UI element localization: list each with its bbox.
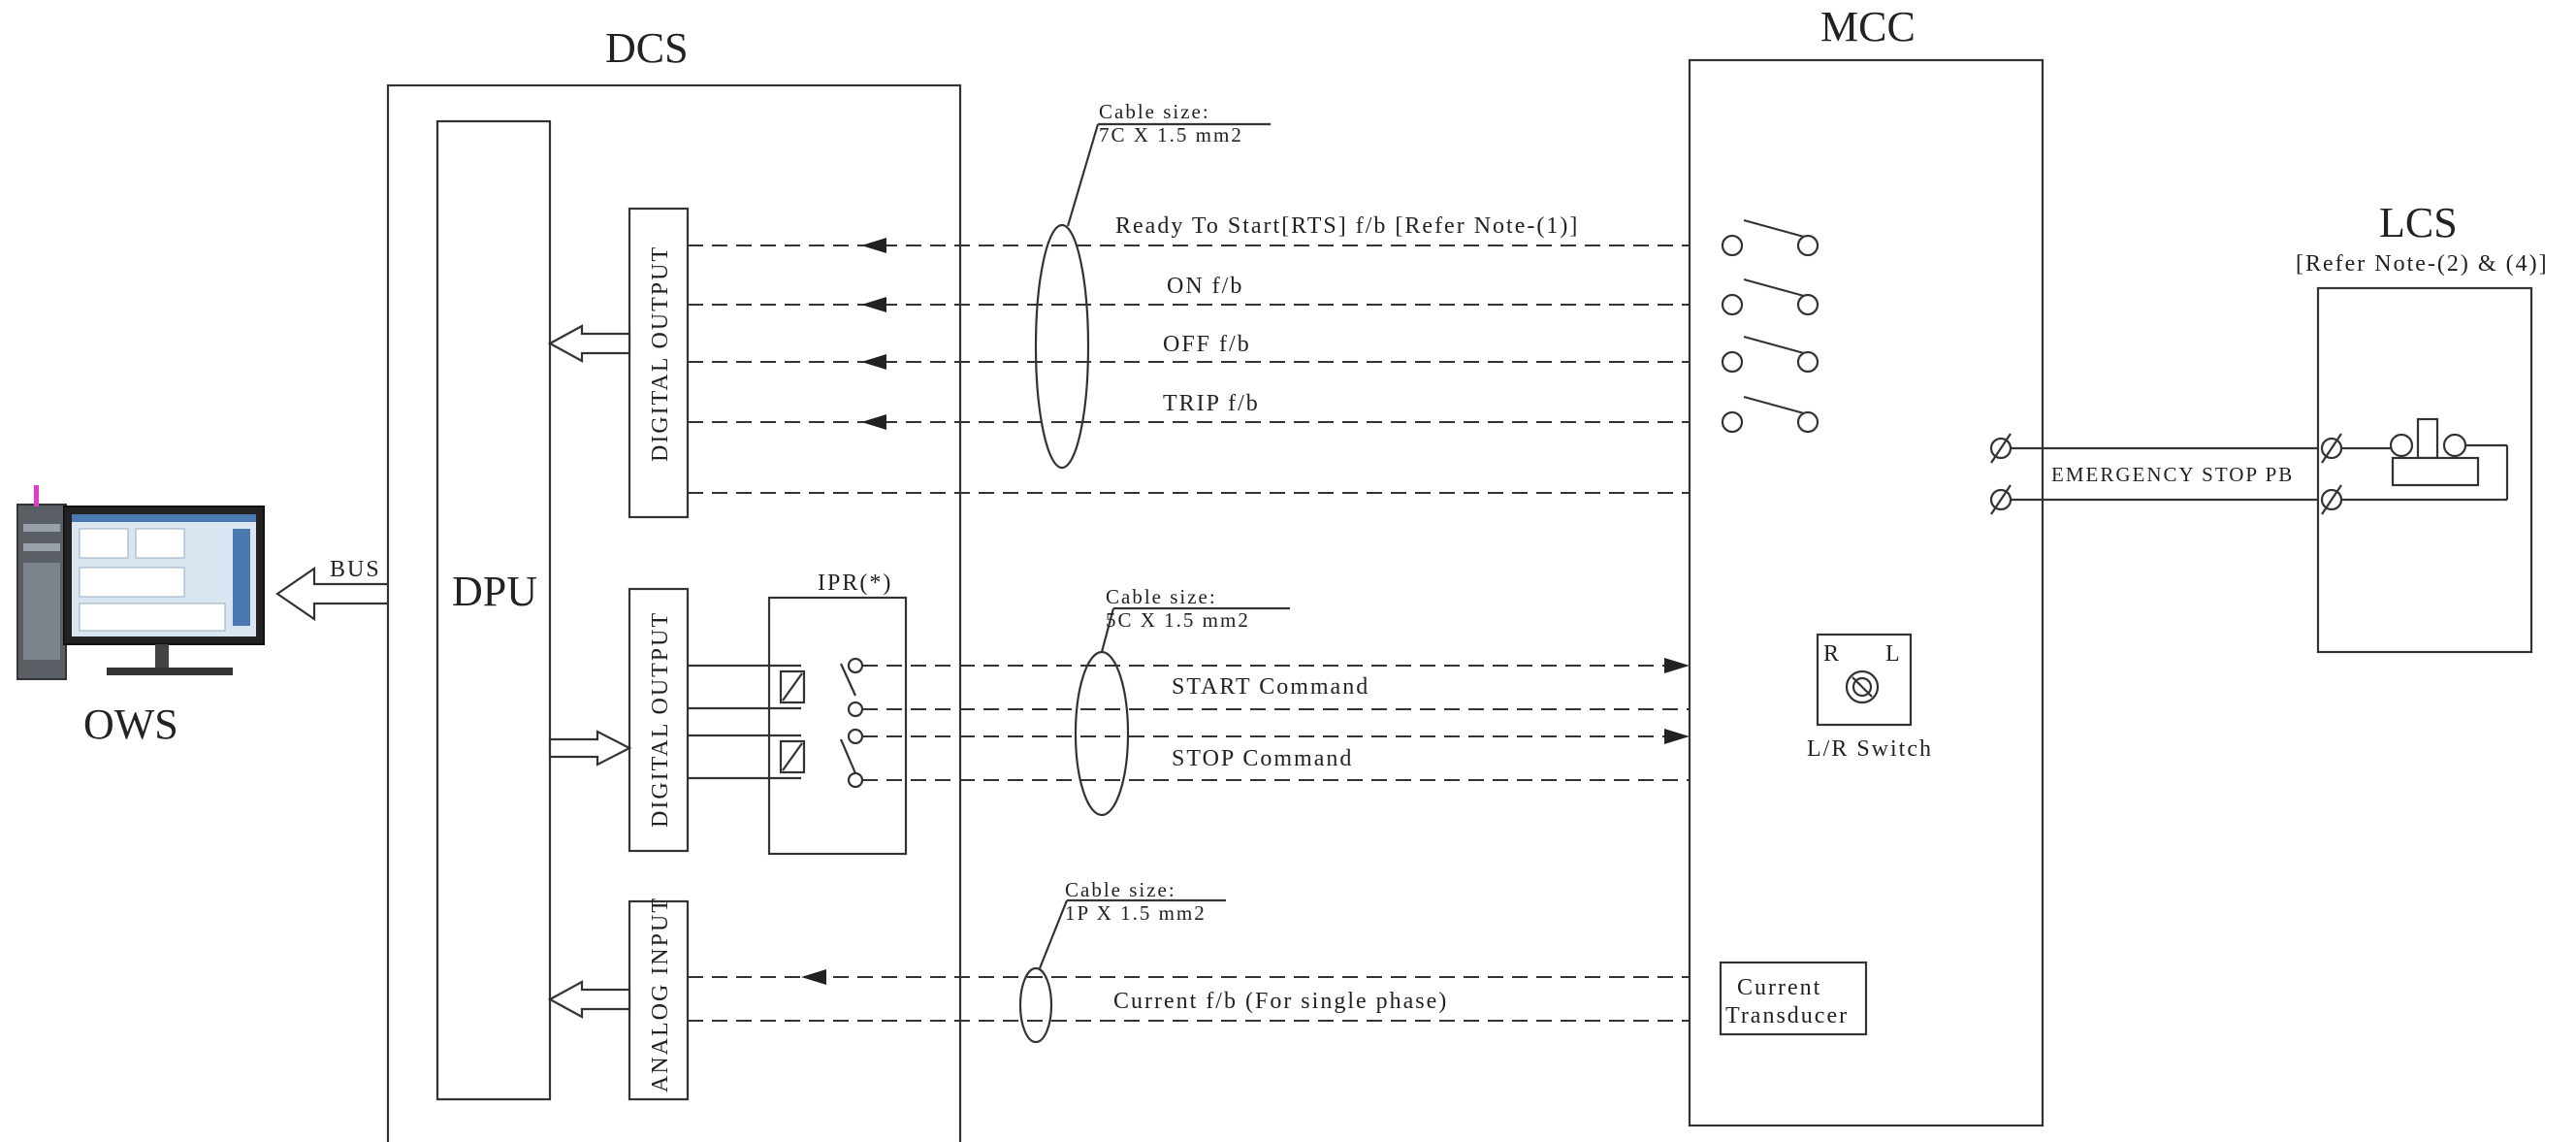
- cable-3-title: Cable size:: [1065, 878, 1176, 901]
- lcs-title: LCS: [2379, 199, 2458, 246]
- command-lines: [862, 658, 1690, 781]
- lr-switch-knob-icon: [1845, 669, 1880, 704]
- current-transducer-box: [1719, 961, 1868, 1036]
- signal-on: ON f/b: [1167, 274, 1243, 299]
- digital-output-2-label: DIGITAL OUTPUT: [648, 611, 673, 828]
- mcc-terminals: [1989, 433, 2012, 515]
- digital-output-1-label: DIGITAL OUTPUT: [648, 245, 673, 462]
- signal-start: START Command: [1172, 674, 1369, 700]
- bus-label: BUS: [330, 557, 381, 582]
- digital-output-2-block: [628, 587, 690, 853]
- emergency-stop-pushbutton-icon: [2320, 417, 2509, 515]
- analog-input-label: ANALOG INPUT: [648, 897, 673, 1093]
- accent-marker: [34, 485, 39, 506]
- cable-2-title: Cable size:: [1106, 585, 1217, 608]
- cable-2-size: 5C X 1.5 mm2: [1106, 608, 1250, 632]
- mcc-title: MCC: [1820, 3, 1916, 50]
- lcs-note: [Refer Note-(2) & (4)]: [2296, 251, 2549, 277]
- lr-switch-l: L: [1885, 641, 1902, 667]
- signal-off: OFF f/b: [1163, 332, 1251, 357]
- analog-lines: [688, 969, 1721, 1022]
- dpu-label: DPU: [452, 568, 537, 615]
- ai-arrow-to-dpu: [547, 980, 631, 1019]
- lr-switch-r: R: [1823, 641, 1841, 667]
- dpu-block: [435, 119, 552, 1101]
- dpu-arrow-to-do2: [548, 730, 632, 767]
- mcc-feedback-contacts: [1721, 218, 1819, 434]
- dcs-title: DCS: [605, 24, 689, 72]
- lr-switch-label: L/R Switch: [1807, 736, 1933, 762]
- signal-stop: STOP Command: [1172, 746, 1353, 771]
- emergency-stop-label: EMERGENCY STOP PB: [2051, 463, 2294, 486]
- ipr-label: IPR(*): [818, 571, 892, 596]
- signal-current: Current f/b (For single phase): [1113, 989, 1448, 1014]
- current-transducer-line1: Current: [1737, 975, 1821, 1000]
- cable-3-ellipse: [1018, 966, 1053, 1044]
- cable-1-ellipse: [1034, 223, 1090, 470]
- current-transducer-line2: Transducer: [1725, 1003, 1849, 1028]
- ipr-block: [767, 596, 908, 856]
- ows-label: OWS: [83, 701, 178, 748]
- analog-input-block: [628, 899, 690, 1101]
- signal-rts: Ready To Start[RTS] f/b [Refer Note-(1)]: [1115, 213, 1579, 239]
- cable-1-title: Cable size:: [1099, 100, 1210, 123]
- do1-arrow-to-dpu: [547, 324, 631, 363]
- cable-3-size: 1P X 1.5 mm2: [1065, 901, 1207, 925]
- emergency-stop-wiring: [2011, 446, 2328, 502]
- cable-2-ellipse: [1074, 650, 1130, 817]
- cable-1-size: 7C X 1.5 mm2: [1099, 123, 1243, 147]
- mcc-panel: [1688, 58, 2045, 1127]
- ows-workstation: [16, 485, 265, 680]
- signal-trip: TRIP f/b: [1163, 391, 1260, 416]
